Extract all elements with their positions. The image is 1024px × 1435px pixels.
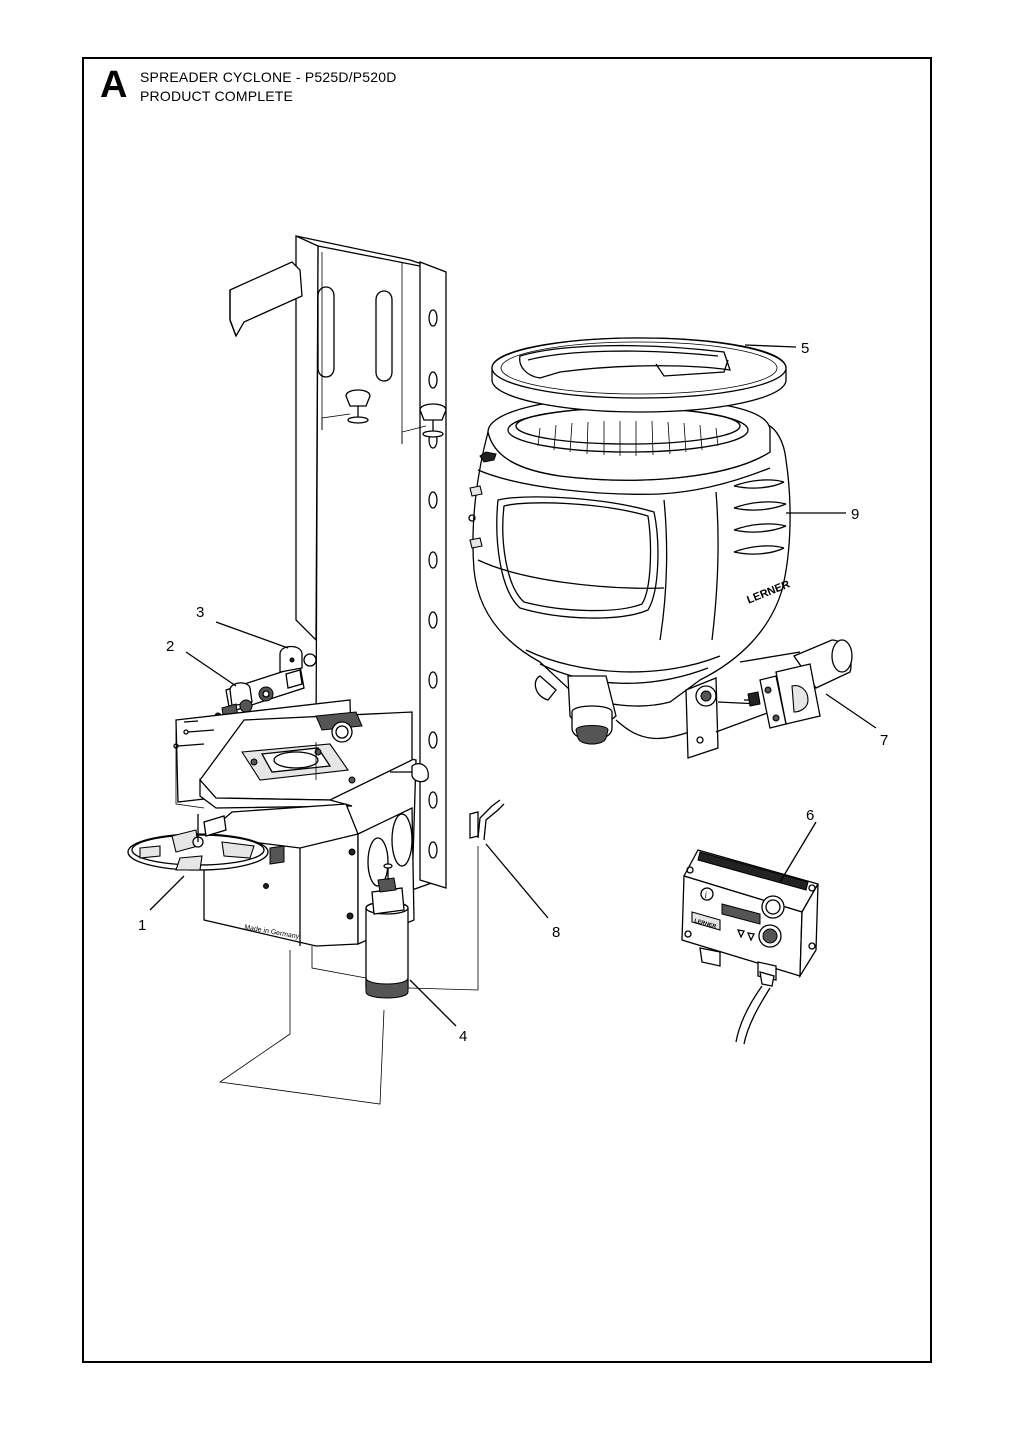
callout-7: 7 — [880, 732, 888, 749]
callout-8: 8 — [552, 924, 560, 941]
agitator-motor — [715, 639, 853, 733]
callout-6: 6 — [806, 807, 814, 824]
section-letter: A — [100, 64, 128, 106]
callout-leaders — [149, 344, 877, 1027]
svg-text:i: i — [705, 890, 708, 900]
level-sensor — [469, 799, 505, 841]
page-title: SPREADER CYCLONE - P525D/P520D — [140, 69, 397, 85]
valve-assembly — [214, 645, 317, 741]
controller-unit: i LERNER — [681, 849, 819, 1045]
callout-9: 9 — [851, 506, 859, 523]
callout-1: 1 — [138, 917, 146, 934]
hopper-lid — [491, 337, 787, 413]
hopper-assembly: LERNER — [468, 396, 792, 759]
callout-5: 5 — [801, 340, 809, 357]
spreader-housing: Made in Germany — [127, 803, 415, 999]
page-frame — [82, 57, 932, 1363]
page-subtitle: PRODUCT COMPLETE — [140, 88, 294, 104]
callout-2: 2 — [166, 638, 174, 655]
mount-plate — [173, 699, 429, 809]
assembly-leaders — [175, 252, 479, 1105]
callout-3: 3 — [196, 604, 204, 621]
callout-numbers: 1 2 3 4 5 6 7 8 9 — [138, 340, 888, 1045]
callout-4: 4 — [459, 1028, 467, 1045]
